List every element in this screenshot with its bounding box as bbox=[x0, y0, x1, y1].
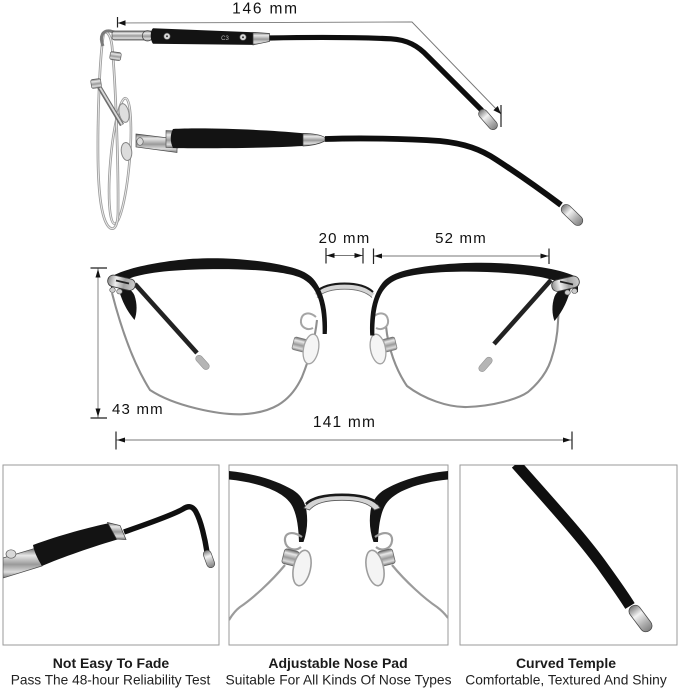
svg-text:Pass The 48-hour Reliability T: Pass The 48-hour Reliability Test bbox=[11, 673, 211, 688]
svg-text:C3: C3 bbox=[221, 36, 229, 42]
svg-text:52 mm: 52 mm bbox=[435, 230, 487, 247]
svg-text:Not Easy To Fade: Not Easy To Fade bbox=[53, 655, 170, 671]
svg-text:Adjustable Nose Pad: Adjustable Nose Pad bbox=[268, 655, 407, 671]
svg-text:Comfortable, Textured And Shin: Comfortable, Textured And Shiny bbox=[465, 673, 667, 688]
svg-text:146 mm: 146 mm bbox=[232, 1, 299, 18]
svg-text:Curved Temple: Curved Temple bbox=[516, 655, 616, 671]
svg-text:Suitable For All Kinds Of Nose: Suitable For All Kinds Of Nose Types bbox=[226, 673, 452, 688]
svg-text:20 mm: 20 mm bbox=[319, 230, 371, 247]
svg-text:141 mm: 141 mm bbox=[313, 414, 376, 431]
svg-text:43 mm: 43 mm bbox=[112, 401, 164, 418]
